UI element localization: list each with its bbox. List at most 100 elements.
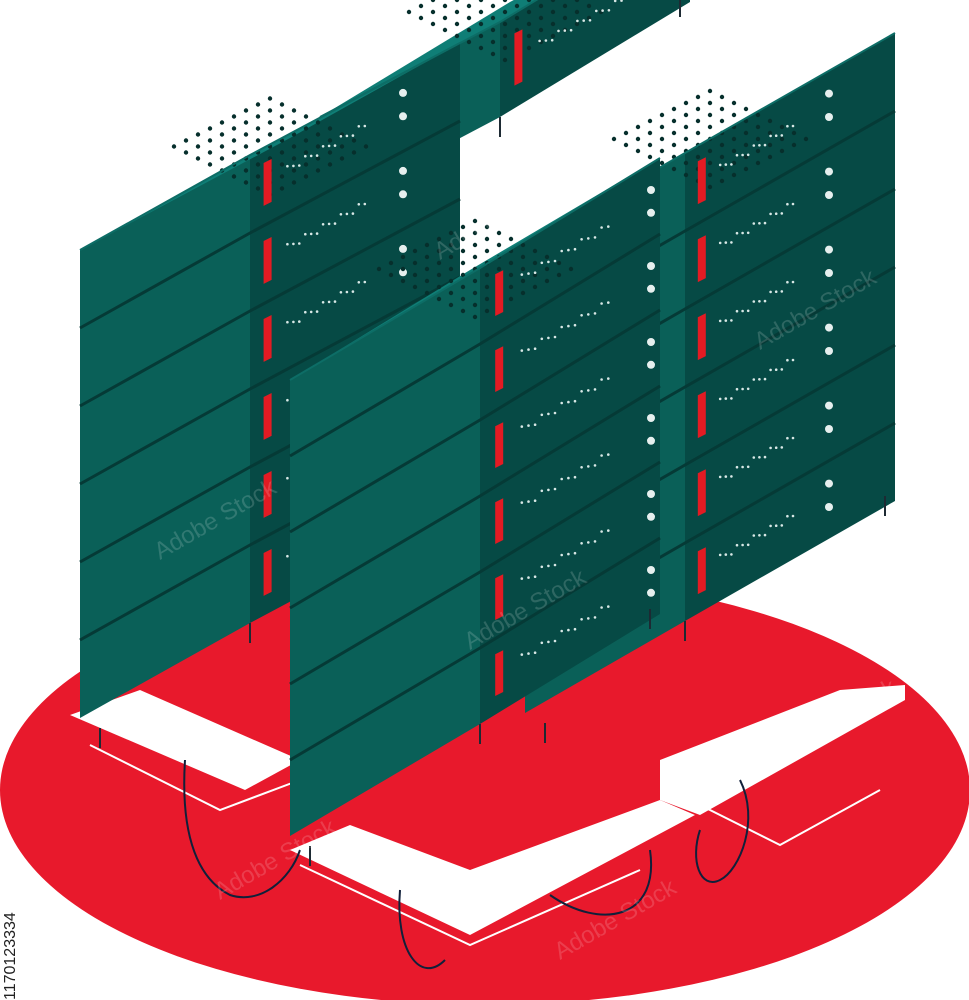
vent-hole: [279, 102, 285, 107]
indicator-light: [345, 290, 349, 294]
vent-hole: [231, 138, 237, 143]
vent-hole: [424, 290, 430, 296]
indicator-light: [786, 202, 789, 206]
indicator-light: [533, 347, 537, 351]
power-button: [825, 167, 833, 176]
vent-hole: [767, 118, 773, 124]
vent-hole: [478, 21, 484, 27]
vent-hole: [508, 272, 514, 278]
vent-hole: [683, 136, 689, 142]
vent-hole: [219, 132, 225, 137]
power-button: [825, 401, 833, 410]
vent-hole: [412, 248, 418, 254]
status-led: [263, 549, 272, 596]
vent-hole: [508, 284, 514, 290]
indicator-light: [600, 606, 603, 609]
indicator-light: [286, 242, 289, 246]
vent-hole: [436, 260, 442, 266]
vent-hole: [406, 9, 412, 15]
vent-hole: [424, 254, 430, 260]
indicator-light: [718, 475, 722, 479]
indicator-light: [540, 261, 544, 265]
indicator-light: [587, 313, 590, 316]
left-rack-unit-seam: [79, 275, 461, 486]
vent-hole: [460, 296, 466, 302]
indicator-light: [746, 309, 750, 313]
indicator-light: [540, 337, 544, 341]
vent-hole: [315, 132, 321, 137]
vent-hole: [448, 230, 454, 236]
vent-hole: [490, 15, 496, 21]
vent-hole: [683, 124, 689, 130]
front-rack: [289, 157, 661, 866]
floor-outlines: [89, 744, 881, 947]
status-led: [495, 574, 504, 621]
indicator-light: [607, 301, 610, 304]
indicator-light: [587, 617, 590, 620]
indicator-light: [573, 551, 577, 555]
vent-hole: [424, 242, 430, 248]
floor-pad-front: [290, 800, 695, 935]
status-led: [697, 547, 706, 595]
vent-hole: [255, 102, 261, 107]
indicator-light: [774, 524, 778, 527]
indicator-light: [339, 135, 343, 138]
vent-hole: [719, 154, 725, 160]
vent-hole: [255, 174, 261, 179]
indicator-light: [791, 202, 795, 206]
vent-hole: [731, 136, 737, 142]
vent-hole: [339, 144, 345, 149]
indicator-light: [533, 575, 537, 578]
indicator-light: [547, 412, 550, 416]
indicator-light: [547, 488, 550, 492]
power-button: [825, 89, 833, 98]
vent-hole: [195, 132, 201, 137]
indicator-light: [573, 475, 577, 479]
vent-hole: [719, 178, 725, 184]
vent-hole: [436, 236, 442, 242]
vent-hole: [376, 266, 382, 272]
vent-hole: [472, 242, 478, 248]
status-led: [263, 159, 272, 206]
stock-id-label: 1170123334: [2, 912, 19, 1000]
vent-hole: [574, 21, 580, 27]
vent-hole: [351, 138, 357, 143]
vent-hole: [400, 278, 406, 284]
vent-hole: [520, 290, 526, 296]
status-led: [697, 469, 706, 517]
vent-hole: [731, 148, 737, 154]
vent-hole: [303, 114, 309, 119]
vent-hole: [635, 136, 641, 142]
vent-hole: [707, 184, 713, 190]
vent-hole: [472, 290, 478, 296]
indicator-light: [718, 241, 722, 245]
vent-hole: [436, 296, 442, 302]
vent-hole: [460, 224, 466, 230]
vent-hole: [279, 114, 285, 119]
indicator-light: [780, 524, 784, 527]
vent-hole: [291, 156, 297, 161]
vent-hole: [327, 150, 333, 155]
indicator-light: [547, 640, 550, 644]
indicator-light: [600, 378, 603, 381]
indicator-light: [547, 260, 550, 264]
indicator-light: [607, 9, 611, 12]
indicator-light: [304, 310, 307, 314]
front-rack-unit-seam: [289, 384, 661, 610]
indicator-light: [791, 124, 795, 128]
power-button: [399, 88, 407, 97]
power-button: [399, 166, 407, 175]
vent-hole: [647, 154, 653, 160]
vent-hole: [695, 154, 701, 160]
vent-hole: [695, 106, 701, 112]
indicator-light: [520, 425, 524, 428]
vent-hole: [207, 138, 213, 143]
vent-hole: [460, 272, 466, 278]
vent-hole: [767, 154, 773, 160]
indicator-light: [321, 223, 325, 226]
indicator-light: [780, 368, 784, 371]
indicator-light: [735, 543, 739, 547]
indicator-light: [527, 348, 530, 351]
vent-hole: [418, 15, 424, 21]
indicator-light: [593, 388, 597, 391]
